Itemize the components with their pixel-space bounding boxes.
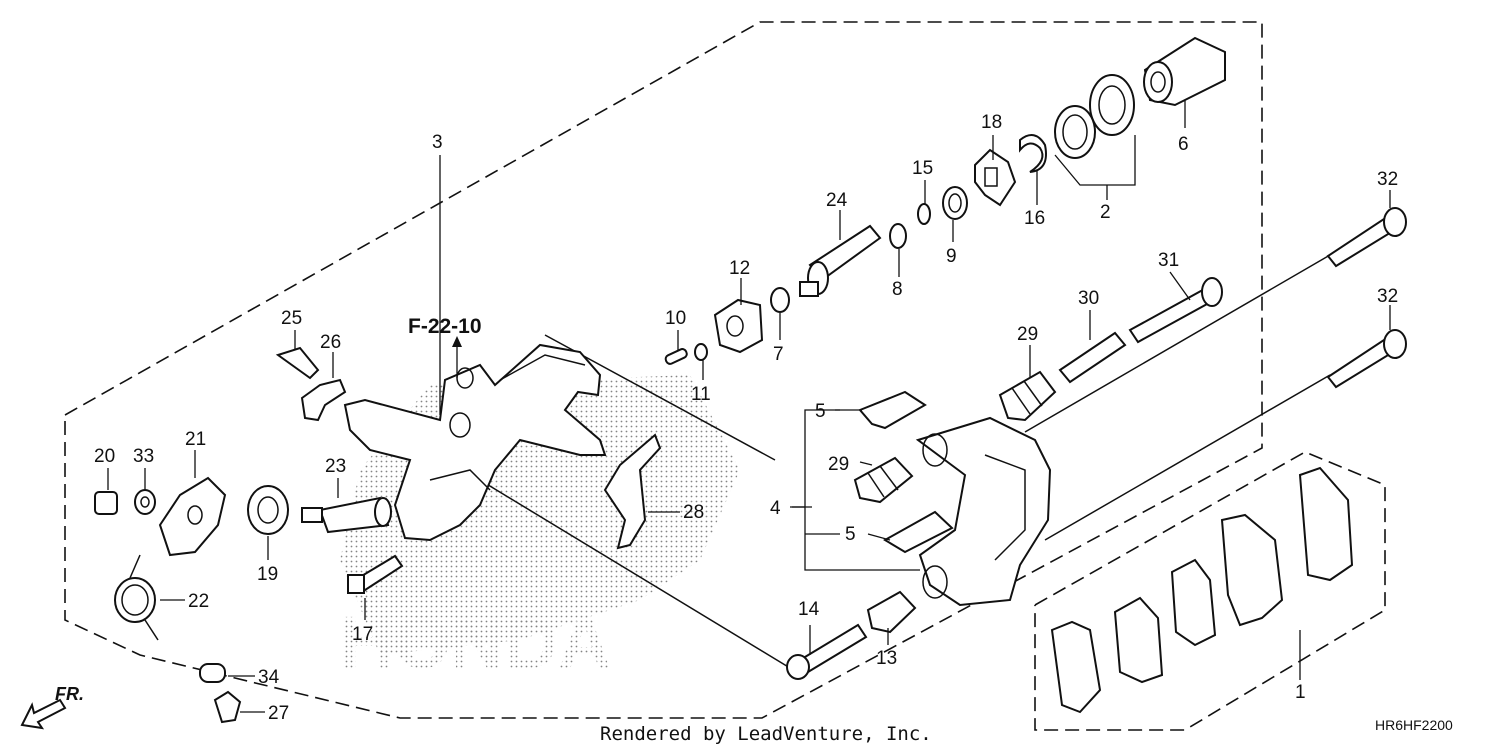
- part-27-bleeder: [213, 690, 242, 724]
- part-4-bracket: [915, 416, 1052, 607]
- label-29b: 29: [828, 454, 849, 475]
- label-21: 21: [185, 429, 206, 450]
- part-23-piston: [301, 496, 392, 534]
- label-15: 15: [912, 158, 933, 179]
- label-29a: 29: [1017, 324, 1038, 345]
- assembly-outline-1: [1034, 451, 1386, 731]
- part-15-washer: [917, 203, 931, 225]
- label-leaders: [107, 100, 1391, 713]
- part-32-bolt-lower: [1326, 329, 1407, 389]
- part-22-spring: [114, 554, 159, 641]
- label-16: 16: [1024, 208, 1045, 229]
- part-31-bolt: [1128, 277, 1223, 344]
- part-20-nut: [94, 491, 118, 515]
- part-5-clip-upper: [858, 390, 927, 430]
- part-13-boot: [866, 590, 917, 634]
- label-2: 2: [1100, 202, 1111, 223]
- part-labels: 3 6 2 16 18 15 9 8 24 12 7 10 11 32 32 3…: [94, 112, 1398, 724]
- label-25: 25: [281, 308, 302, 329]
- part-33-washer: [134, 489, 156, 515]
- part-5-clip-lower: [883, 510, 954, 554]
- label-1: 1: [1295, 682, 1306, 703]
- part-14-bolt: [786, 623, 868, 680]
- label-32a: 32: [1377, 169, 1398, 190]
- part-1-brake-pads: [1050, 466, 1354, 714]
- label-10: 10: [665, 308, 686, 329]
- part-24-bolt: [799, 224, 882, 297]
- label-5b: 5: [845, 524, 856, 545]
- part-17-bolt: [347, 554, 404, 594]
- label-33: 33: [133, 446, 154, 467]
- label-34: 34: [258, 667, 280, 688]
- part-26-bracket: [300, 378, 347, 422]
- reference-code: F-22-10: [408, 315, 482, 338]
- label-18: 18: [981, 112, 1002, 133]
- part-2-seal-rings: [1054, 74, 1135, 159]
- part-29-boot-upper: [998, 370, 1057, 422]
- part-34-cap: [199, 663, 226, 683]
- label-27: 27: [268, 703, 289, 724]
- label-28: 28: [683, 502, 704, 523]
- part-32-bolt-upper: [1326, 207, 1407, 268]
- label-26: 26: [320, 332, 341, 353]
- front-direction-arrow: FR.: [20, 684, 84, 730]
- caliper-body: [343, 343, 607, 542]
- part-30-pin: [1058, 331, 1127, 384]
- assembly-outline-3: [64, 21, 1263, 719]
- part-25-bolt: [275, 346, 320, 380]
- part-7-washer: [770, 287, 790, 313]
- label-11: 11: [691, 384, 711, 405]
- label-6: 6: [1178, 134, 1189, 155]
- label-9: 9: [946, 246, 957, 267]
- part-28-plate: [603, 433, 662, 550]
- label-19: 19: [257, 564, 278, 585]
- watermark-text: HONDA: [340, 601, 611, 684]
- label-30: 30: [1078, 288, 1099, 309]
- part-19-seal: [247, 485, 289, 535]
- diagram-code: HR6HF2200: [1375, 717, 1453, 733]
- part-12-cam: [713, 298, 764, 354]
- part-10-pin: [664, 348, 688, 365]
- label-8: 8: [892, 279, 903, 300]
- label-5a: 5: [815, 401, 826, 422]
- part-9-adjuster: [942, 186, 968, 220]
- label-7: 7: [773, 344, 784, 365]
- label-14: 14: [798, 599, 820, 620]
- label-23: 23: [325, 456, 346, 477]
- label-17: 17: [352, 624, 373, 645]
- label-32b: 32: [1377, 286, 1398, 307]
- label-20: 20: [94, 446, 115, 467]
- part-29-boot-lower: [853, 456, 914, 504]
- label-3: 3: [432, 132, 443, 153]
- part-11-ring: [694, 343, 708, 361]
- reference-arrow: [452, 336, 462, 378]
- part-8-nut: [889, 223, 907, 249]
- credit-text: Rendered by LeadVenture, Inc.: [600, 723, 932, 745]
- front-direction-label: FR.: [55, 684, 84, 704]
- label-22: 22: [188, 591, 209, 612]
- label-12: 12: [729, 258, 750, 279]
- part-6-boot: [1143, 36, 1226, 107]
- part-18-lever: [974, 148, 1017, 207]
- label-24: 24: [826, 190, 848, 211]
- label-13: 13: [876, 648, 897, 669]
- label-4: 4: [770, 498, 781, 519]
- part-16-clip: [1019, 134, 1047, 173]
- part-21-plate: [158, 476, 227, 557]
- label-31: 31: [1158, 250, 1179, 271]
